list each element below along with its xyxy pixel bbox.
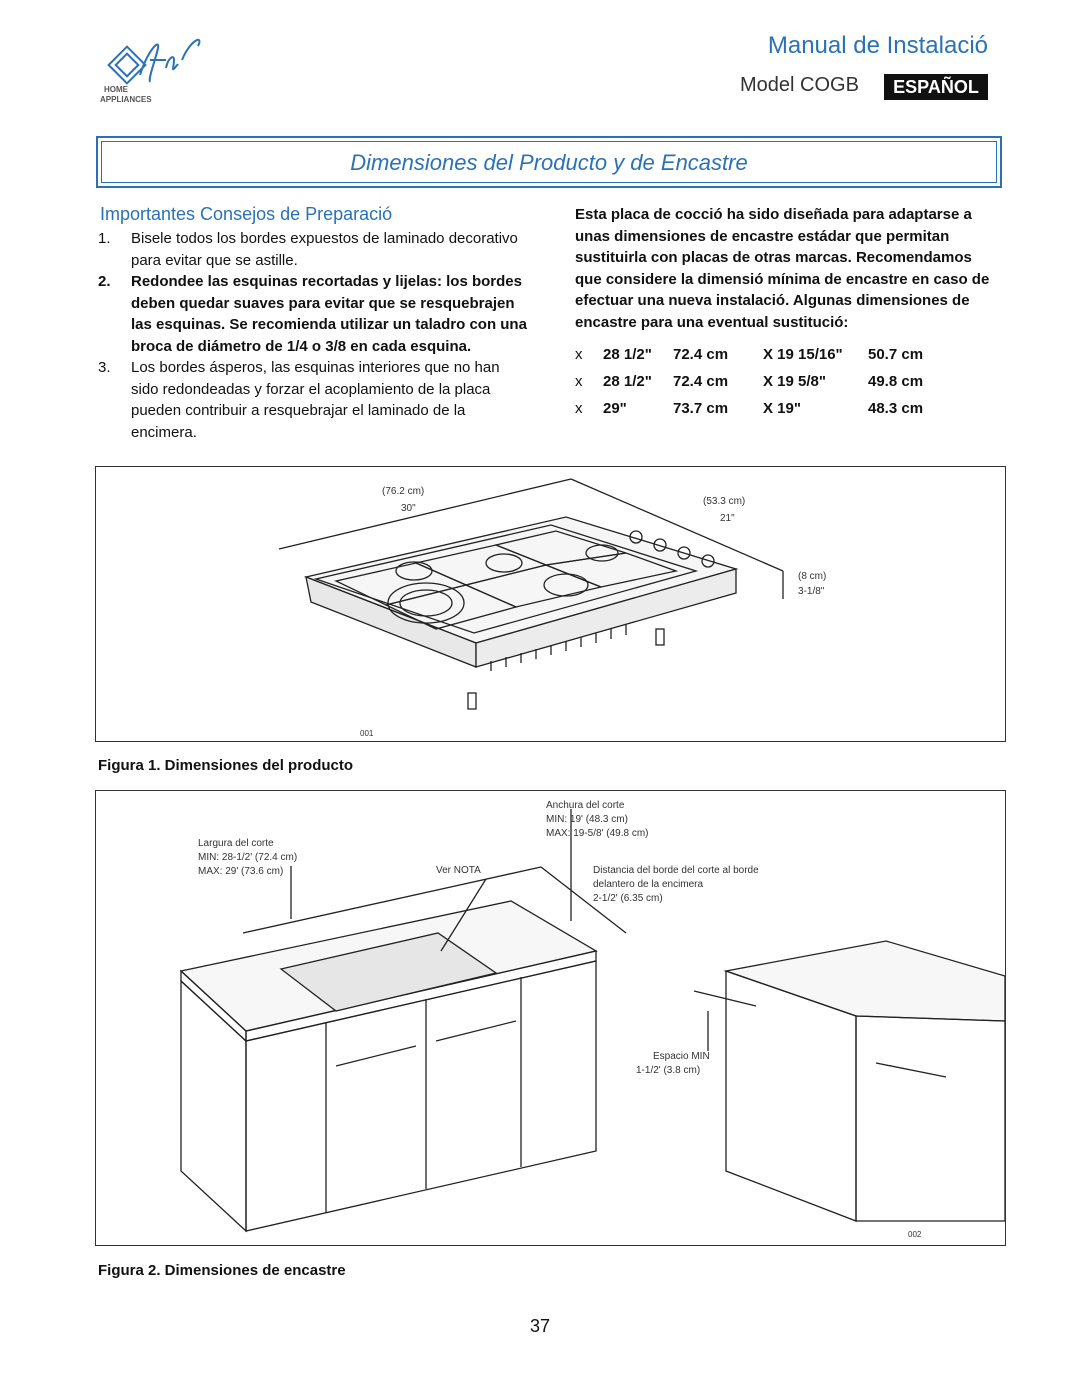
space-min-line-1: Espacio MIN: [653, 1051, 710, 1062]
edge-distance-line-3: 2-1/2' (6.35 cm): [593, 893, 663, 904]
depth-cm-label: (53.3 cm): [703, 496, 745, 507]
figure-1-caption: Figura 1. Dimensiones del producto: [98, 757, 354, 774]
dimension-row: x 28 1/2" 72.4 cm X 19 15/16" 50.7 cm: [575, 346, 924, 363]
width-dimension-line: [278, 478, 572, 550]
model-label: Model COGB: [740, 74, 859, 96]
figure-1-frame: (76.2 cm) 30" (53.3 cm) 21" (8 cm) 3-1/8…: [95, 466, 1006, 742]
cut-width-title: Anchura del corte: [546, 800, 625, 811]
cut-width-max: MAX: 19-5/8' (49.8 cm): [546, 828, 649, 839]
signature-mark: [139, 38, 201, 83]
cut-length-max: MAX: 29' (73.6 cm): [198, 866, 283, 877]
depth-in-label: 21": [720, 513, 735, 524]
tips-heading: Importantes Consejos de Preparació: [100, 204, 393, 224]
tips-list: 1.Bisele todos los bordes expuestos de l…: [98, 228, 528, 443]
dimension-row: x 28 1/2" 72.4 cm X 19 5/8" 49.8 cm: [575, 373, 924, 390]
page-number: 37: [529, 1316, 551, 1336]
depth-dimension-line: [570, 478, 784, 572]
height-cm-label: (8 cm): [798, 571, 826, 582]
figure-2-frame: Anchura del corte MIN: 19' (48.3 cm) MAX…: [95, 790, 1006, 1246]
width-cm-label: (76.2 cm): [382, 486, 424, 497]
figure-2-code: 002: [908, 1230, 922, 1239]
section-title-box: Dimensiones del Producto y de Encastre: [96, 136, 1002, 188]
cutout-illustration: Anchura del corte MIN: 19' (48.3 cm) MAX…: [179, 800, 1006, 1239]
cooktop-illustration: (76.2 cm) 30" (53.3 cm) 21" (8 cm) 3-1/8…: [278, 478, 826, 738]
cut-width-min: MIN: 19' (48.3 cm): [546, 814, 628, 825]
section-title: Dimensiones del Producto y de Encastre: [350, 150, 748, 175]
logo-home-text: HOME: [104, 85, 129, 94]
list-item: 1.Bisele todos los bordes expuestos de l…: [98, 230, 518, 269]
intro-paragraph: Esta placa de cocció ha sido diseñada pa…: [575, 206, 990, 331]
edge-distance-line-2: delantero de la encimera: [593, 879, 704, 890]
manual-title: Manual de Instalació: [767, 32, 988, 59]
list-item: 3.Los bordes ásperos, las esquinas inter…: [98, 359, 500, 441]
cut-length-title: Largura del corte: [198, 838, 274, 849]
figure-1-code: 001: [360, 729, 374, 738]
width-in-label: 30": [401, 503, 416, 514]
note-label: Ver NOTA: [436, 865, 481, 876]
cut-length-min: MIN: 28-1/2' (72.4 cm): [198, 852, 297, 863]
height-in-label: 3-1/8": [798, 586, 825, 597]
space-min-line-2: 1-1/2' (3.8 cm): [636, 1065, 700, 1076]
figure-2-caption: Figura 2. Dimensiones de encastre: [98, 1262, 346, 1279]
diamond-logo-icon: [107, 45, 147, 85]
dimension-list: x 28 1/2" 72.4 cm X 19 15/16" 50.7 cm x …: [575, 346, 1005, 427]
fagor-logo: HOME APPLIANCES: [100, 38, 201, 104]
dimension-row: x 29" 73.7 cm X 19" 48.3 cm: [575, 400, 924, 417]
edge-distance-line-1: Distancia del borde del corte al borde: [593, 865, 759, 876]
list-item: 2.Redondee las esquinas recortadas y lij…: [98, 273, 527, 355]
language-badge: ESPAÑOL: [884, 74, 988, 100]
logo-appliances-text: APPLIANCES: [100, 95, 152, 104]
